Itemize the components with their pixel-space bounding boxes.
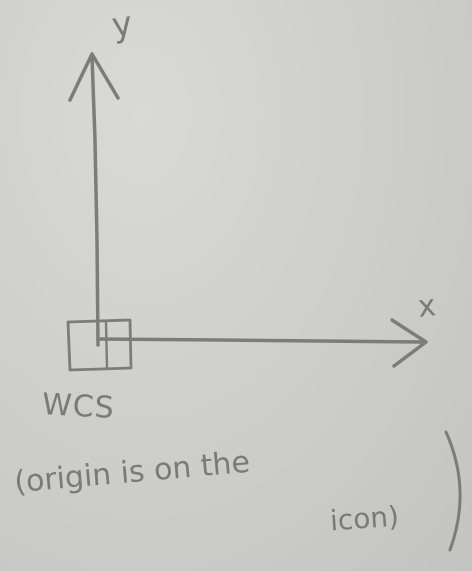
- x-axis-label: x: [416, 288, 438, 325]
- wcs-icon-box: [66, 318, 133, 372]
- x-axis-line: [96, 337, 424, 344]
- y-axis-arrowhead: [68, 52, 120, 102]
- y-axis-line: [90, 54, 100, 347]
- wcs-label: WCS: [41, 387, 116, 426]
- wcs-icon-inner-stroke: [104, 320, 109, 370]
- note-closing-bracket: [444, 430, 462, 552]
- x-axis-arrowhead: [390, 318, 428, 368]
- origin-note-line-2: icon): [328, 499, 401, 538]
